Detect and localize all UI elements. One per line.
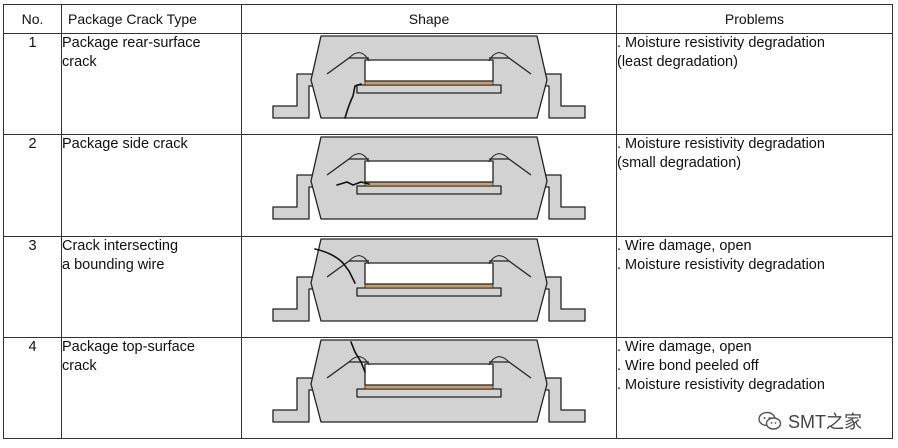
problems-cell: . Wire damage, open . Moisture resistivi… — [616, 235, 893, 338]
row-number: 4 — [3, 336, 62, 440]
table-row: 3 Crack intersecting a bounding wire . W… — [3, 235, 893, 338]
crack-line — [314, 247, 356, 284]
shape-cell — [241, 32, 617, 136]
bond-wire-left — [348, 254, 370, 264]
problem-text: . Moisture resistivity degradation — [617, 136, 825, 153]
shape-cell — [241, 336, 617, 440]
watermark-text: SMT之家 — [788, 412, 862, 432]
crack-type-text: Package rear-surface — [62, 35, 201, 51]
row-number: 1 — [3, 32, 62, 136]
table-row: 2 Package side crack . Moisture resistiv… — [3, 134, 893, 237]
header-row: No. Package Crack Type Shape Problems — [3, 4, 893, 34]
package-diagram-rear-crack — [272, 35, 586, 119]
crack-type-cell: Crack intersecting a bounding wire — [61, 235, 242, 338]
crack-type-text: crack — [62, 54, 97, 70]
crack-type-text: Package side crack — [62, 136, 188, 153]
crack-type-cell: Package rear-surface crack — [61, 32, 242, 136]
problem-text: . Moisture resistivity degradation — [617, 35, 825, 51]
problem-text: . Wire damage, open — [617, 338, 752, 355]
die — [364, 59, 494, 82]
crack-type-cell: Package side crack — [61, 134, 242, 237]
crack-line — [336, 181, 370, 187]
problem-text: . Moisture resistivity degradation — [617, 256, 825, 273]
die — [364, 363, 494, 386]
die — [364, 261, 494, 285]
bond-wire-right — [488, 254, 510, 264]
package-diagram-wire-crack — [272, 237, 586, 322]
crack-line — [344, 83, 362, 119]
bond-wire-left — [348, 356, 370, 365]
crack-type-table: No. Package Crack Type Shape Problems 1 … — [3, 4, 893, 440]
shape-cell — [241, 134, 617, 237]
bond-wire-right — [488, 52, 510, 62]
crack-line — [350, 340, 366, 373]
shape-cell — [241, 235, 617, 338]
die-pad — [356, 388, 502, 398]
problem-text: (least degradation) — [617, 54, 738, 70]
problem-text: . Moisture resistivity degradation — [617, 376, 825, 393]
header-shape: Shape — [241, 4, 617, 34]
die-pad — [356, 84, 502, 94]
header-problems: Problems — [616, 4, 893, 34]
wechat-icon — [758, 411, 782, 431]
problems-cell: . Moisture resistivity degradation (smal… — [616, 134, 893, 237]
crack-type-text: crack — [62, 357, 97, 374]
problem-text: (small degradation) — [617, 155, 742, 172]
problem-text: . Wire damage, open — [617, 237, 752, 254]
package-diagram-top-crack — [272, 339, 586, 423]
crack-type-text: Crack intersecting — [62, 237, 179, 254]
header-no: No. — [3, 4, 62, 34]
crack-type-cell: Package top-surface crack — [61, 336, 242, 440]
bond-wire-right — [488, 356, 510, 365]
bond-wire-right — [488, 153, 510, 163]
die — [364, 160, 494, 183]
crack-type-text: Package top-surface — [62, 338, 195, 355]
watermark: SMT之家 — [758, 408, 862, 434]
header-package-crack-type: Package Crack Type — [61, 4, 242, 34]
problem-text: . Wire bond peeled off — [617, 357, 759, 374]
table-row: 4 Package top-surface crack . Wire damag… — [3, 336, 893, 440]
problems-cell: . Moisture resistivity degradation (leas… — [616, 32, 893, 136]
table-row: 1 Package rear-surface crack . Moisture … — [3, 32, 893, 136]
bond-wire-left — [348, 153, 370, 163]
row-number: 2 — [3, 134, 62, 237]
crack-type-text: a bounding wire — [62, 256, 165, 273]
bond-wire-left — [348, 52, 370, 62]
problems-cell: . Wire damage, open . Wire bond peeled o… — [616, 336, 893, 440]
package-diagram-side-crack — [272, 136, 586, 220]
die-pad — [356, 286, 502, 297]
row-number: 3 — [3, 235, 62, 338]
die-pad — [356, 185, 502, 195]
